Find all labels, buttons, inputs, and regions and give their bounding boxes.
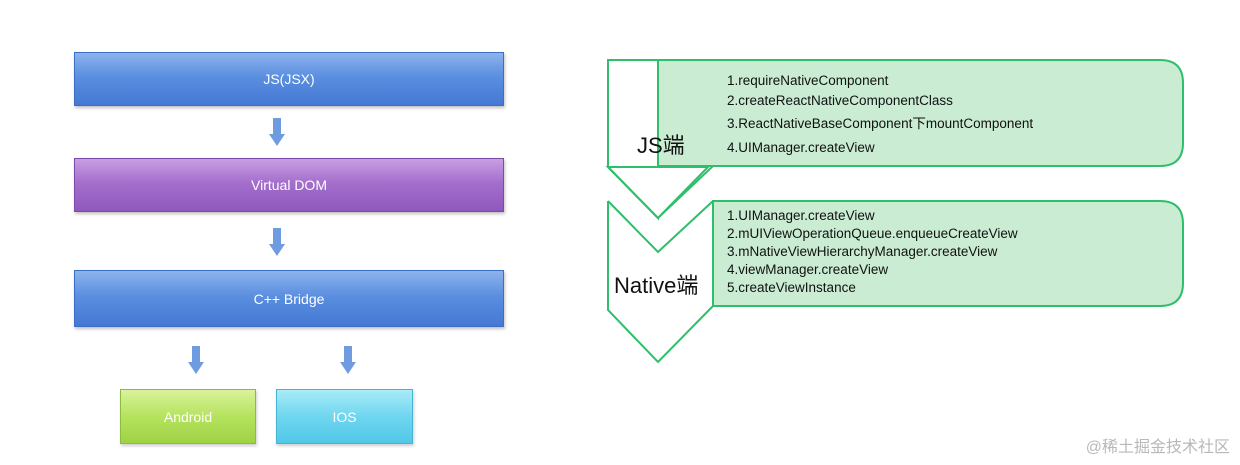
- native-step: 1.UIManager.createView: [727, 208, 875, 223]
- arrow-down-icon: [188, 346, 204, 374]
- layer-js-jsx-label: JS(JSX): [263, 71, 315, 87]
- native-steps-list: 1.UIManager.createView 2.mUIViewOperatio…: [727, 207, 1018, 297]
- layer-cpp-bridge-label: C++ Bridge: [253, 290, 325, 307]
- platform-android: Android: [120, 389, 256, 444]
- native-steps-box: [712, 200, 1184, 307]
- layer-virtual-dom: Virtual DOM: [74, 158, 504, 212]
- arrow-down-icon: [340, 346, 356, 374]
- js-stage-chevron-tip: [605, 166, 711, 220]
- js-step: 1.requireNativeComponent: [727, 73, 889, 88]
- js-stage-outline: [607, 59, 714, 220]
- js-step: 2.createReactNativeComponentClass: [727, 93, 953, 108]
- native-step: 2.mUIViewOperationQueue.enqueueCreateVie…: [727, 226, 1018, 241]
- js-step: 4.UIManager.createView: [727, 140, 875, 155]
- js-step: 3.ReactNativeBaseComponent下mountComponen…: [727, 116, 1034, 131]
- layer-js-jsx: JS(JSX): [74, 52, 504, 106]
- watermark: @稀土掘金技术社区: [1085, 439, 1230, 456]
- native-stage-label: Native端: [614, 273, 699, 298]
- native-stage-outline: [607, 200, 714, 364]
- layer-cpp-bridge: C++ Bridge: [74, 270, 504, 327]
- arrow-down-icon: [269, 118, 285, 146]
- platform-ios: IOS: [276, 389, 413, 444]
- layer-virtual-dom-label: Virtual DOM: [251, 177, 327, 193]
- arrow-down-icon: [269, 228, 285, 256]
- native-step: 5.createViewInstance: [727, 280, 856, 295]
- js-steps-list: 1.requireNativeComponent 2.createReactNa…: [727, 72, 1033, 157]
- platform-android-label: Android: [163, 408, 213, 425]
- js-stage-label: JS端: [637, 133, 685, 158]
- platform-ios-label: IOS: [332, 408, 357, 425]
- js-steps-box: [657, 59, 1184, 167]
- native-step: 3.mNativeViewHierarchyManager.createView: [727, 244, 998, 259]
- native-step: 4.viewManager.createView: [727, 262, 889, 277]
